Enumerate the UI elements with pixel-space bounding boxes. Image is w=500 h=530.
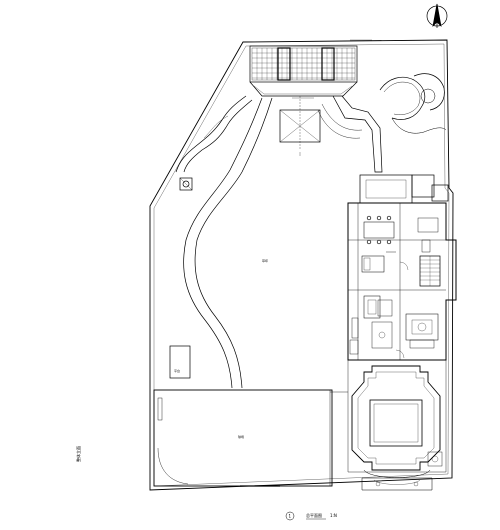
garden-marker [179, 177, 193, 191]
pergola [279, 96, 321, 150]
pool-courtyard [347, 359, 447, 491]
dimension-marks [292, 39, 372, 156]
caption-title: 总平面图 [306, 512, 322, 518]
lawn-label: 草坪 [262, 258, 268, 263]
drawing-caption: 1 总平面图 1:N [285, 511, 337, 521]
court-label: 球场 [238, 434, 244, 439]
side-label: 整体立面 [75, 446, 81, 462]
site-boundary [149, 39, 454, 491]
winding-path [175, 95, 273, 389]
sports-court [153, 389, 348, 487]
lawn-feature [169, 345, 191, 379]
caption-number: 1 [289, 514, 292, 519]
house [347, 174, 457, 361]
caption-scale: 1:N [330, 513, 337, 518]
top-terrace [249, 45, 358, 97]
pad-label: 平台 [174, 368, 180, 373]
north-arrow-icon [426, 3, 448, 28]
upper-right-garden-feature [379, 73, 447, 134]
upper-right-path [317, 95, 383, 173]
